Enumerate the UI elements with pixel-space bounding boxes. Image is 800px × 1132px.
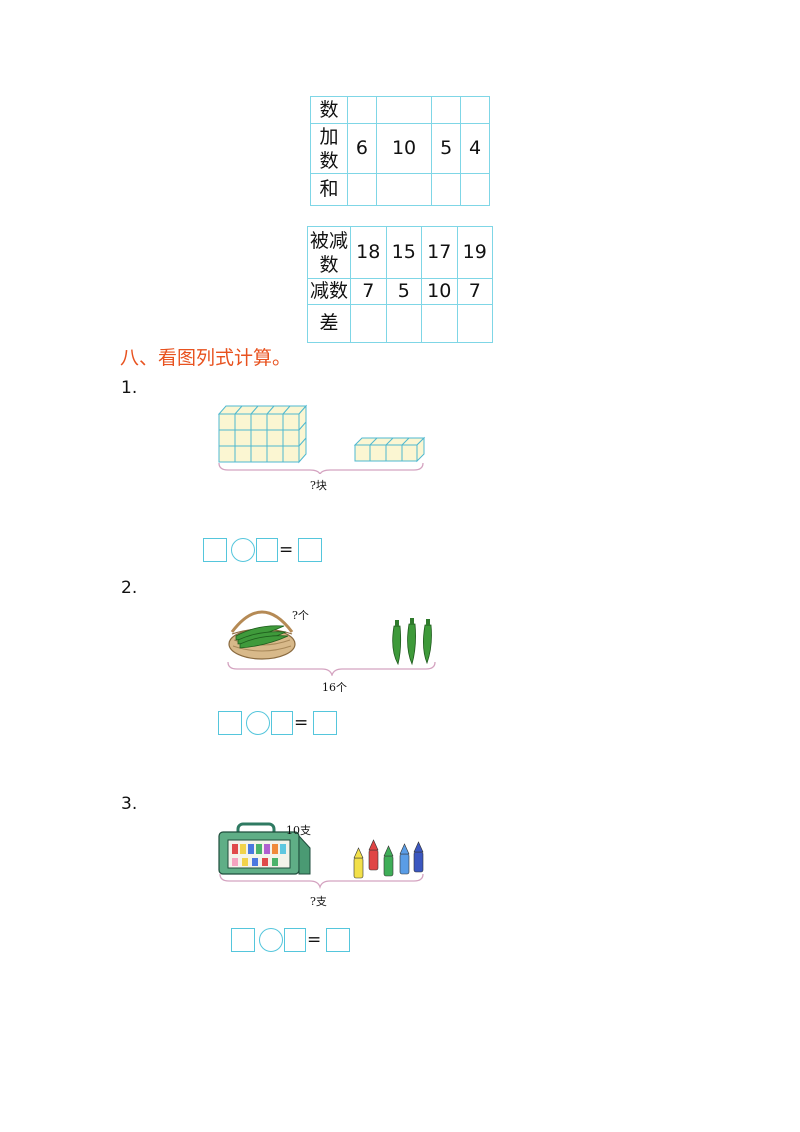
table-row: 差 bbox=[307, 304, 493, 343]
cube-group-small bbox=[353, 436, 426, 463]
row-label-text: 加数 bbox=[319, 125, 339, 172]
brace bbox=[219, 873, 424, 890]
answer-box[interactable] bbox=[256, 538, 278, 562]
answer-cell[interactable] bbox=[350, 304, 387, 343]
answer-box[interactable] bbox=[231, 928, 255, 952]
crayon-icon bbox=[353, 839, 424, 879]
answer-cell[interactable] bbox=[347, 173, 377, 206]
question-number: 2. bbox=[121, 578, 138, 598]
basket-icon bbox=[228, 610, 296, 660]
pepper-icon bbox=[392, 623, 432, 666]
section-title: 八、看图列式计算。 bbox=[120, 347, 292, 369]
brace bbox=[227, 661, 436, 676]
total-caption: 16个 bbox=[322, 681, 347, 694]
table-cell: 7 bbox=[456, 278, 493, 305]
equals-sign: = bbox=[279, 540, 294, 560]
table-cell: 10 bbox=[375, 123, 433, 174]
result-box[interactable] bbox=[313, 711, 337, 735]
answer-cell[interactable] bbox=[456, 304, 493, 343]
table-cell: 4 bbox=[460, 123, 490, 174]
brace bbox=[218, 462, 424, 474]
row-label: 减数 bbox=[307, 278, 351, 305]
blocks-picture bbox=[217, 404, 426, 474]
table-cell bbox=[347, 96, 377, 124]
answer-box[interactable] bbox=[271, 711, 293, 735]
row-label-text: 被减数 bbox=[309, 229, 348, 276]
table-cell bbox=[375, 96, 433, 124]
answer-cell[interactable] bbox=[421, 304, 458, 343]
row-label: 和 bbox=[310, 173, 348, 206]
total-caption: ?支 bbox=[310, 895, 327, 908]
subtraction-table: 被减数 18 15 17 19 减数 7 5 10 7 差 bbox=[307, 226, 493, 343]
answer-cell[interactable] bbox=[431, 173, 462, 206]
question-number: 3. bbox=[121, 794, 138, 814]
row-label: 加数 bbox=[310, 123, 348, 174]
total-caption: ?块 bbox=[310, 479, 327, 492]
question-number: 1. bbox=[121, 378, 138, 398]
answer-cell[interactable] bbox=[460, 173, 490, 206]
equals-sign: = bbox=[307, 930, 322, 950]
answer-box[interactable] bbox=[284, 928, 306, 952]
table-cell: 17 bbox=[421, 226, 458, 279]
table-cell bbox=[431, 96, 462, 124]
result-box[interactable] bbox=[326, 928, 350, 952]
cube-group-large bbox=[217, 404, 308, 464]
peppers-picture bbox=[227, 610, 436, 676]
answer-box[interactable] bbox=[218, 711, 242, 735]
answer-cell[interactable] bbox=[375, 173, 433, 206]
result-box[interactable] bbox=[298, 538, 322, 562]
answer-cell[interactable] bbox=[385, 304, 422, 343]
box-label: 10支 bbox=[286, 824, 311, 837]
table-cell: 6 bbox=[347, 123, 377, 174]
table-cell: 19 bbox=[456, 226, 493, 279]
crayons-picture bbox=[218, 822, 424, 890]
crayon-box-icon bbox=[218, 822, 311, 875]
table-cell: 7 bbox=[350, 278, 387, 305]
table-row: 减数 7 5 10 7 bbox=[307, 278, 493, 305]
row-label: 数 bbox=[310, 96, 348, 124]
table-cell bbox=[460, 96, 490, 124]
table-row: 数 bbox=[310, 96, 490, 124]
table-row: 加数 6 10 5 4 bbox=[310, 123, 490, 174]
addition-table: 数 加数 6 10 5 4 和 bbox=[310, 96, 490, 206]
table-cell: 5 bbox=[385, 278, 422, 305]
table-cell: 5 bbox=[431, 123, 462, 174]
row-label: 差 bbox=[307, 304, 351, 343]
table-row: 和 bbox=[310, 173, 490, 206]
table-cell: 18 bbox=[350, 226, 387, 279]
row-label: 被减数 bbox=[307, 226, 351, 279]
table-cell: 10 bbox=[421, 278, 458, 305]
table-cell: 15 bbox=[385, 226, 422, 279]
operator-circle[interactable] bbox=[231, 538, 255, 562]
operator-circle[interactable] bbox=[259, 928, 283, 952]
answer-box[interactable] bbox=[203, 538, 227, 562]
equals-sign: = bbox=[294, 713, 309, 733]
basket-label: ?个 bbox=[292, 609, 309, 622]
operator-circle[interactable] bbox=[246, 711, 270, 735]
table-row: 被减数 18 15 17 19 bbox=[307, 226, 493, 279]
